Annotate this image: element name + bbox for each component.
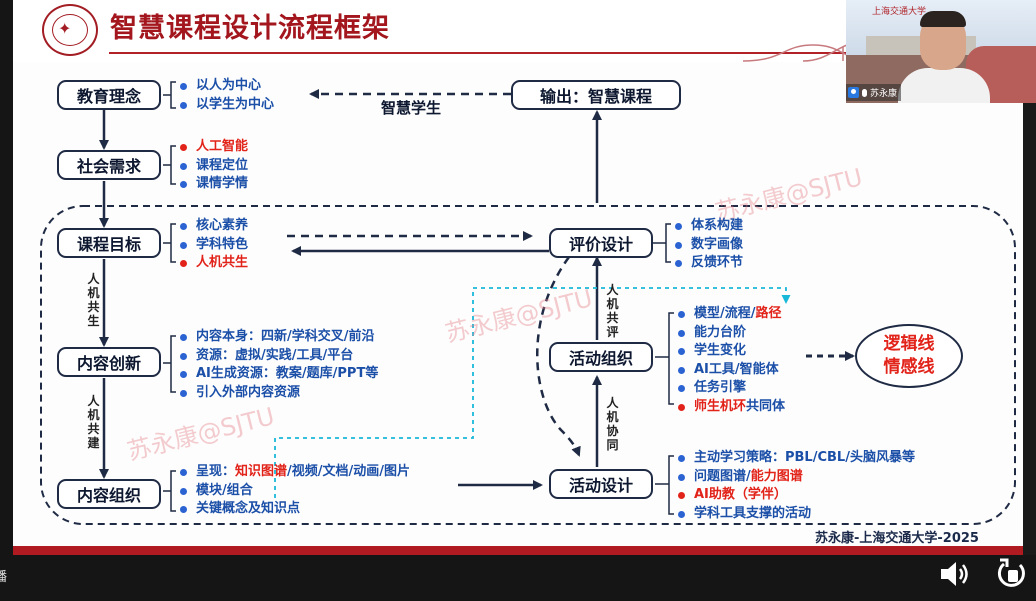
- node-content-innovation: 内容创新: [57, 347, 161, 377]
- list-item-highlight: 知识图谱: [235, 464, 288, 479]
- presenter-body: [898, 68, 990, 103]
- content-organization-list: 呈现：知识图谱/视频/文档/动画/图片 模块/组合 关键概念及知识点: [177, 463, 410, 519]
- left-edge-text: 播: [0, 570, 8, 585]
- social-needs-list: 人工智能 课程定位 课情学情: [177, 138, 248, 194]
- list-item-prefix: 问题图谱/: [694, 468, 751, 484]
- list-item-highlight: 师生机环: [694, 398, 747, 414]
- list-item-highlight: 路径: [755, 306, 782, 321]
- list-item: 以人为中心: [177, 77, 274, 96]
- list-item: 数字画像: [672, 236, 743, 255]
- list-item: 内容本身：四新/学科交叉/前沿: [177, 328, 378, 347]
- logic-emotion-ellipse: 逻辑线 情感线: [855, 324, 963, 388]
- list-item: 核心素养: [177, 217, 248, 236]
- course-goal-list: 核心素养 学科特色 人机共生: [177, 217, 248, 273]
- user-icon: [848, 87, 859, 98]
- list-item: 能力台阶: [675, 324, 785, 343]
- list-item: 关键概念及知识点: [177, 500, 410, 519]
- list-item: 反馈环节: [672, 254, 743, 273]
- dashed-boundary: [40, 205, 1016, 525]
- node-education-philosophy: 教育理念: [57, 80, 161, 110]
- title-underline: [109, 52, 849, 54]
- list-item: 任务引擎: [675, 379, 785, 398]
- node-course-goal: 课程目标: [57, 228, 161, 258]
- list-item: 模块/组合: [177, 482, 410, 501]
- list-item: 人机共生: [177, 254, 248, 273]
- node-social-needs: 社会需求: [57, 150, 161, 180]
- content-innovation-list: 内容本身：四新/学科交叉/前沿 资源：虚拟/实践/工具/平台 AI生成资源：教案…: [177, 328, 378, 402]
- list-item: 学生变化: [675, 342, 785, 361]
- university-logo: ✦: [42, 4, 98, 56]
- list-item: AI工具/智能体: [675, 361, 785, 380]
- logic-line-label: 逻辑线: [883, 334, 935, 354]
- coevaluate-label: 人机共评: [606, 283, 619, 339]
- list-item-prefix: 模型/流程/: [694, 306, 756, 321]
- list-item: 师生机环共同体: [675, 398, 785, 417]
- participant-name-tag: 苏永康: [846, 84, 902, 101]
- list-item: 体系构建: [672, 217, 743, 236]
- list-item: 人工智能: [177, 138, 248, 157]
- list-item: 主动学习策略：PBL/CBL/头脑风暴等: [675, 449, 915, 468]
- list-item: 课程定位: [177, 157, 248, 176]
- list-item: 学科特色: [177, 236, 248, 255]
- presenter-hair: [920, 11, 966, 27]
- participant-name: 苏永康: [870, 89, 898, 99]
- evaluation-list: 体系构建 数字画像 反馈环节: [672, 217, 743, 273]
- list-item: AI助教（学伴）: [675, 486, 915, 505]
- list-item: AI生成资源：教案/题库/PPT等: [177, 365, 378, 384]
- slide-footer-credit: 苏永康-上海交通大学-2025: [815, 531, 979, 546]
- cobuild-label: 人机共建: [87, 394, 100, 450]
- list-item-suffix: 共同体: [746, 398, 786, 414]
- video-banner-text: 上海交通大学: [872, 7, 927, 17]
- slide-title: 智慧课程设计流程框架: [110, 13, 390, 44]
- logo-inner-ring: [52, 14, 88, 46]
- activity-organization-list: 模型/流程/路径 能力台阶 学生变化 AI工具/智能体 任务引擎 师生机环共同体: [675, 305, 785, 416]
- coexist-label: 人机共生: [87, 272, 100, 328]
- replay-icon[interactable]: [994, 556, 1030, 592]
- logo-emblem: ✦: [58, 19, 72, 38]
- microphone-icon: [862, 88, 867, 97]
- list-item: 课情学情: [177, 175, 248, 194]
- presenter-video[interactable]: 上海交通大学 苏永康: [846, 0, 1036, 103]
- footer-bar: [13, 546, 1023, 555]
- smart-students-label: 智慧学生: [381, 99, 442, 117]
- list-item-suffix: /视频/文档/动画/图片: [287, 464, 411, 479]
- list-item: 学科工具支撑的活动: [675, 505, 915, 524]
- list-item: 引入外部内容资源: [177, 384, 378, 403]
- node-evaluation-design: 评价设计: [549, 228, 653, 258]
- node-activity-organization: 活动组织: [549, 342, 653, 372]
- activity-design-list: 主动学习策略：PBL/CBL/头脑风暴等 问题图谱/能力图谱 AI助教（学伴） …: [675, 449, 915, 523]
- list-item: 呈现：知识图谱/视频/文档/动画/图片: [177, 463, 410, 482]
- node-activity-design: 活动设计: [549, 469, 653, 499]
- list-item-highlight: 能力图谱: [750, 468, 803, 484]
- node-content-organization: 内容组织: [57, 479, 161, 509]
- speaker-icon[interactable]: [938, 559, 972, 589]
- philosophy-list: 以人为中心 以学生为中心: [177, 77, 274, 114]
- collaborate-label: 人机协同: [606, 396, 619, 452]
- list-item: 模型/流程/路径: [675, 305, 785, 324]
- list-item: 问题图谱/能力图谱: [675, 468, 915, 487]
- list-item: 以学生为中心: [177, 96, 274, 115]
- flow-connectors: [40, 81, 1016, 525]
- list-item-prefix: 呈现：: [196, 464, 236, 479]
- right-edge-strip: [1023, 103, 1036, 555]
- list-item: 资源：虚拟/实践/工具/平台: [177, 347, 378, 366]
- emotion-line-label: 情感线: [883, 357, 935, 377]
- node-output: 输出：智慧课程: [511, 80, 681, 110]
